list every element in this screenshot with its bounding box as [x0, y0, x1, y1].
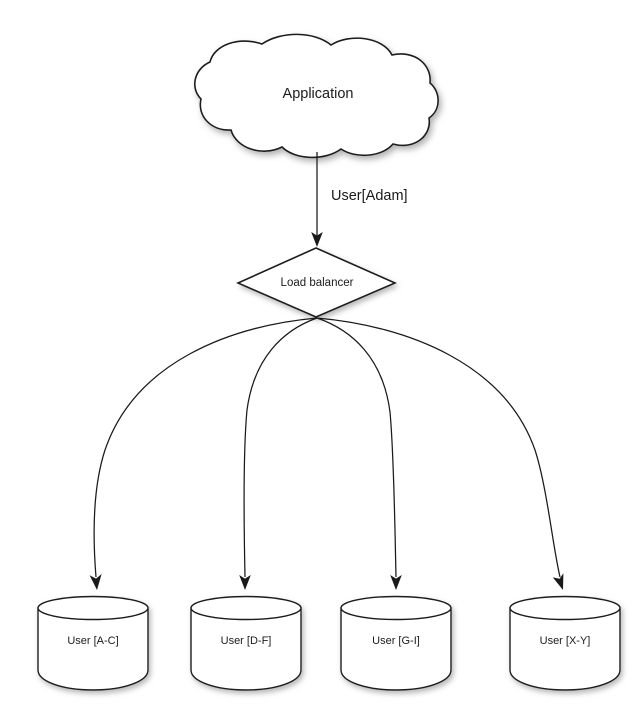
edge-balancer-to-db-3-arrowhead [552, 573, 564, 590]
edge-balancer-to-db-1 [239, 317, 318, 590]
database-3-label: User [X-Y] [540, 635, 591, 647]
node-database-0[interactable]: User [A-C] [37, 595, 149, 691]
database-2-body [340, 607, 452, 691]
node-database-2[interactable]: User [G-I] [340, 595, 452, 691]
database-1-label: User [D-F] [221, 635, 272, 647]
database-0-label: User [A-C] [67, 635, 118, 647]
edge-balancer-to-db-1-arrowhead [239, 575, 251, 590]
database-2-label: User [G-I] [372, 635, 420, 647]
edge-balancer-to-db-2-curve [316, 317, 397, 578]
edge-balancer-to-db-0-arrowhead [89, 574, 102, 590]
database-0-body [37, 607, 149, 691]
database-1-body [190, 607, 302, 691]
edge-balancer-to-db-0 [89, 317, 318, 590]
database-3-body-group [509, 595, 621, 691]
edge-app-to-balancer: User[Adam] [311, 152, 408, 247]
database-3-body [509, 607, 621, 691]
node-application-cloud[interactable]: Application [193, 33, 439, 159]
node-database-1[interactable]: User [D-F] [190, 595, 302, 691]
edge-balancer-to-db-2 [316, 317, 402, 590]
node-database-3[interactable]: User [X-Y] [509, 595, 621, 691]
diamond-shape [236, 247, 397, 318]
cloud-shape [193, 33, 439, 159]
node-load-balancer[interactable]: Load balancer [236, 247, 397, 318]
database-3-top [509, 595, 621, 621]
edge-app-to-balancer-label: User[Adam] [331, 188, 408, 204]
database-1-top [190, 595, 302, 621]
edge-balancer-to-db-3 [316, 317, 564, 590]
database-1-body-group [190, 595, 302, 691]
database-0-top [37, 595, 149, 621]
cloud-label: Application [283, 86, 354, 102]
database-2-body-group [340, 595, 452, 691]
edge-balancer-to-db-1-curve [243, 317, 318, 578]
database-2-top [340, 595, 452, 621]
database-0-body-group [37, 595, 149, 691]
edge-balancer-to-db-3-curve [316, 317, 561, 578]
edge-balancer-to-db-0-curve [93, 317, 318, 578]
diamond-label: Load balancer [281, 277, 354, 289]
edge-app-to-balancer-arrowhead [311, 232, 323, 247]
edge-balancer-to-db-2-arrowhead [390, 575, 402, 590]
